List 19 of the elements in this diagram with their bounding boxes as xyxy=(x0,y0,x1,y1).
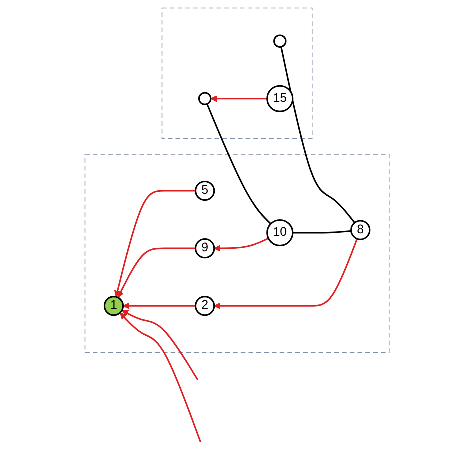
arrow xyxy=(122,310,198,380)
node-circle: 15 xyxy=(266,85,294,112)
node-circle xyxy=(198,92,212,106)
node-circle: 5 xyxy=(194,180,215,202)
arrow xyxy=(118,248,196,298)
node-circle: 1 xyxy=(104,296,124,316)
arrow xyxy=(120,312,202,443)
node-circle: 10 xyxy=(266,219,294,247)
arrow xyxy=(214,238,269,252)
arrow xyxy=(114,190,196,298)
node-circle xyxy=(273,34,286,48)
node-circle: 2 xyxy=(194,296,215,316)
node-circle: 9 xyxy=(194,238,215,259)
arrow xyxy=(210,95,268,102)
cluster xyxy=(162,8,312,140)
cluster xyxy=(84,154,390,354)
node-circle: 8 xyxy=(350,220,370,240)
arrow xyxy=(122,302,196,310)
arrow xyxy=(214,238,358,310)
